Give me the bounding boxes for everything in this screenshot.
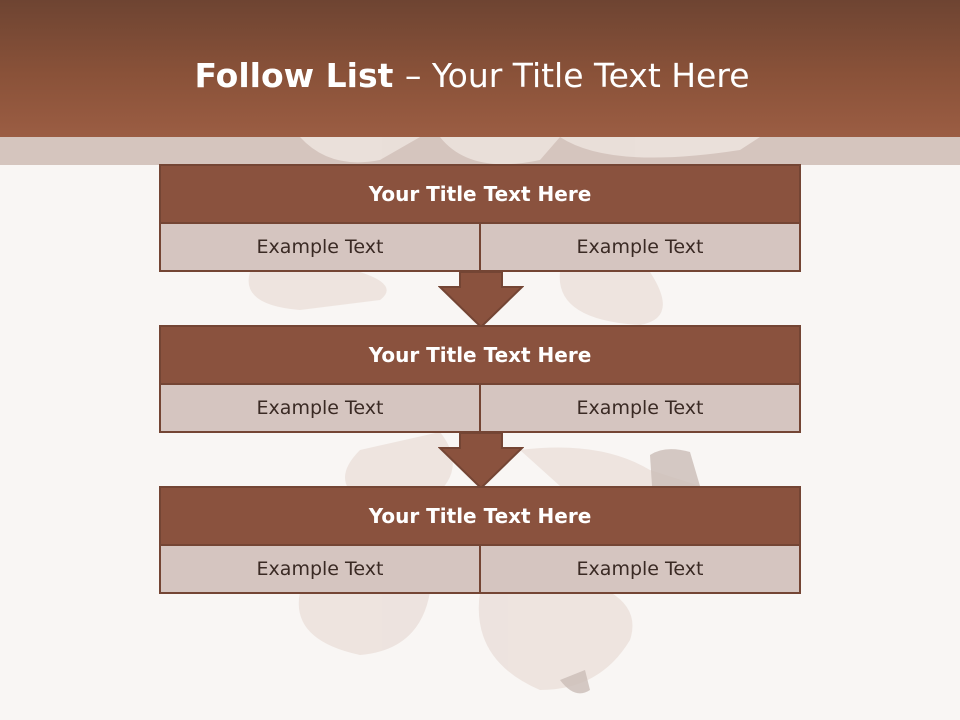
block-cell-left: Example Text xyxy=(256,558,384,580)
follow-list-block: Your Title Text Here Example Text Exampl… xyxy=(159,486,801,594)
page-title-rest: – Your Title Text Here xyxy=(404,56,750,95)
down-arrow-icon xyxy=(438,432,524,490)
block-cell-right: Example Text xyxy=(479,546,799,592)
block-title: Your Title Text Here xyxy=(161,327,799,385)
follow-list-block: Your Title Text Here Example Text Exampl… xyxy=(159,164,801,272)
header-bar: Follow List – Your Title Text Here xyxy=(0,0,960,137)
block-cell-right: Example Text xyxy=(479,385,799,431)
follow-list-block: Your Title Text Here Example Text Exampl… xyxy=(159,325,801,433)
page-title-bold: Follow List xyxy=(194,56,405,95)
page-title: Follow List – Your Title Text Here xyxy=(0,55,944,97)
block-cell-left: Example Text xyxy=(256,236,384,258)
block-title: Your Title Text Here xyxy=(161,166,799,224)
block-title: Your Title Text Here xyxy=(161,488,799,546)
down-arrow-icon xyxy=(438,271,524,329)
block-cell-left: Example Text xyxy=(256,397,384,419)
block-cell-right: Example Text xyxy=(479,224,799,270)
